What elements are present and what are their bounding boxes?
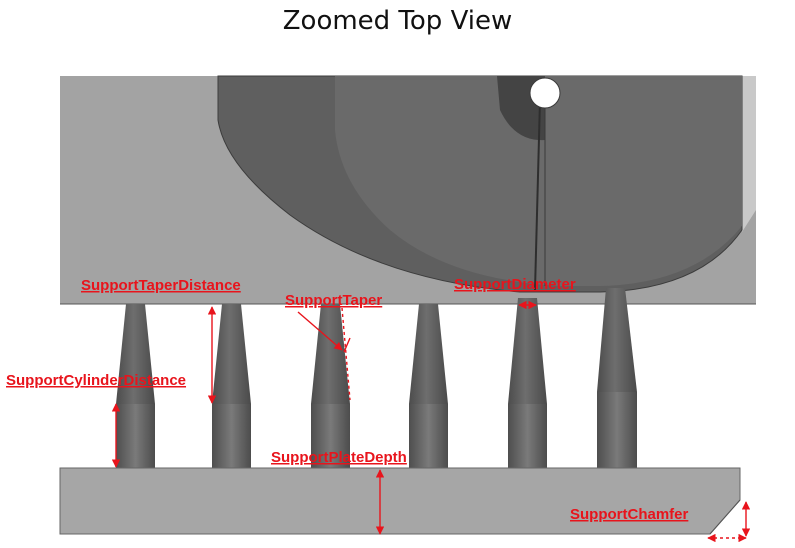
base-plate [59, 467, 741, 535]
annotations [111, 300, 751, 543]
upper-right-edge [742, 76, 756, 232]
supports [116, 288, 637, 468]
page-title: Zoomed Top View [282, 6, 513, 36]
support-5 [508, 298, 547, 468]
label-support-chamfer: SupportChamfer [570, 506, 689, 523]
support-6 [597, 288, 637, 468]
label-support-taper: SupportTaper [285, 292, 382, 309]
label-support-diameter: SupportDiameter [454, 276, 576, 293]
support-3 [311, 304, 350, 468]
label-support-taper-distance: SupportTaperDistance [81, 277, 241, 294]
base-plate-face [59, 467, 741, 535]
support-4 [409, 304, 448, 468]
hub-hole [529, 77, 561, 109]
taper-arrow [297, 311, 343, 351]
seam-line [534, 99, 541, 291]
taper-angle-tick [343, 337, 351, 353]
upper-part [60, 75, 756, 305]
support-1 [116, 304, 155, 468]
label-support-cylinder-distance: SupportCylinderDistance [6, 372, 186, 389]
label-support-plate-depth: SupportPlateDepth [271, 449, 407, 466]
support-2 [212, 304, 251, 468]
chamfer-edge [709, 499, 741, 535]
